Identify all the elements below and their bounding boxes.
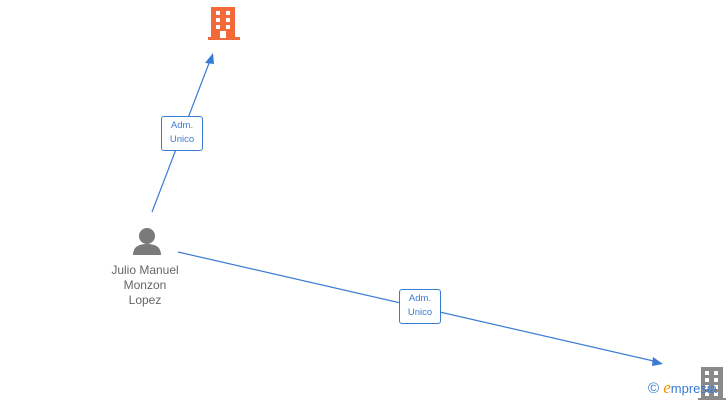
company-bottom-building-icon[interactable]	[698, 367, 726, 400]
edge-label-company-bottom[interactable]: Adm. Unico	[399, 289, 441, 324]
empresia-watermark: © empresia	[648, 378, 717, 398]
brand-rest: mpresia	[670, 381, 718, 396]
person-name-line-2: Monzon	[123, 278, 167, 292]
edge-label-line-2: Unico	[169, 134, 195, 145]
brand-initial: e	[663, 378, 671, 397]
person-icon[interactable]	[133, 228, 161, 255]
edge-label-company-top[interactable]: Adm. Unico	[161, 116, 203, 151]
person-name-line-3: Lopez	[128, 293, 162, 307]
edge-label-line-1: Adm.	[170, 120, 194, 131]
person-name-line-1: Julio Manuel	[111, 263, 179, 277]
edge-label-line-1: Adm.	[408, 293, 432, 304]
copyright-symbol: ©	[648, 380, 660, 397]
edge-label-line-2: Unico	[407, 307, 433, 318]
arrowhead-company-bottom	[652, 357, 663, 366]
company-top-building-icon[interactable]	[208, 7, 240, 40]
person-name[interactable]: Julio Manuel Monzon Lopez	[100, 263, 190, 308]
arrowhead-company-top	[205, 53, 214, 64]
